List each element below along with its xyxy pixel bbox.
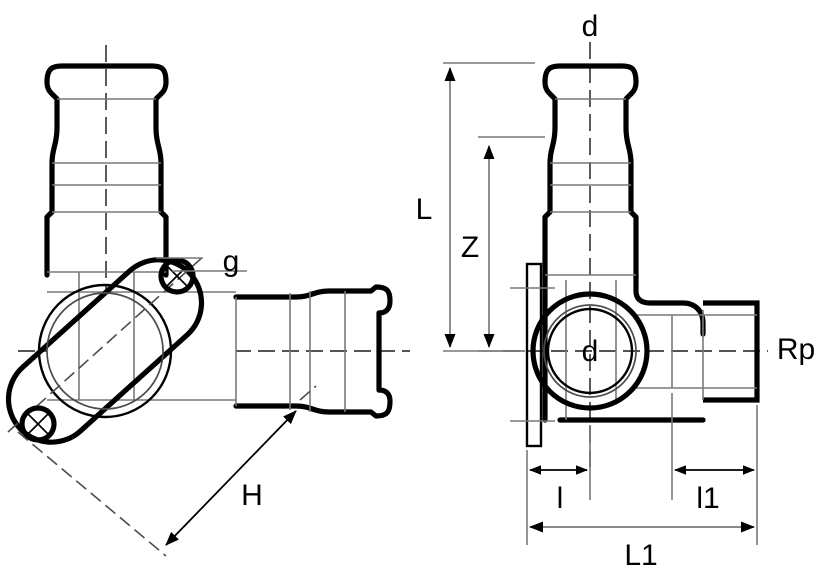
- right-body-outline: [542, 272, 760, 423]
- fixing-hole-lower-cross-b: [26, 412, 50, 436]
- boss-circle-outer: [530, 291, 650, 411]
- boss-circle-inner: [546, 307, 634, 395]
- right-boss: d: [530, 291, 650, 411]
- flange-boss-circle-outer: [37, 283, 173, 419]
- fixing-hole-upper-cross-b: [165, 264, 189, 288]
- dimension-label-L: L: [416, 193, 433, 226]
- flange-hole-axis-centerline: [7, 254, 206, 433]
- fixing-hole-upper-circle: [158, 257, 196, 295]
- boss-circle-mid: [543, 304, 637, 398]
- dimension-label-l1: l1: [696, 482, 719, 515]
- dimension-label-H: H: [241, 479, 263, 512]
- H-extension-upper: [299, 385, 317, 401]
- bottom-dimensions: l l1 L1: [526, 393, 758, 572]
- dimension-Rp: Rp: [777, 333, 815, 366]
- right-upper-press-socket: [542, 63, 639, 281]
- dimension-label-l: l: [557, 482, 564, 515]
- dimension-label-g: g: [223, 245, 240, 278]
- fixing-hole-lower-circle: [19, 405, 57, 443]
- dimension-d-top: d: [582, 10, 599, 43]
- dimension-label-L1: L1: [624, 539, 657, 572]
- upper-press-socket: [44, 63, 169, 278]
- H-dimension-arrow: [165, 410, 297, 546]
- outlet-barrel-outline: [703, 300, 760, 403]
- flange-boss-circle-inner: [46, 292, 164, 410]
- fixing-hole-lower: [19, 405, 57, 443]
- left-side-view: g H: [5, 45, 410, 557]
- dimension-label-d-top: d: [582, 10, 599, 43]
- dimension-H: H: [17, 385, 317, 557]
- dimension-label-Z: Z: [461, 231, 479, 264]
- dimension-label-d-center: d: [582, 335, 599, 368]
- dimension-Z: Z: [461, 136, 545, 352]
- wall-plate-rect: [525, 262, 543, 448]
- socket-outline-right: [44, 63, 169, 278]
- right-front-view: d d L Z Rp: [416, 10, 816, 572]
- H-extension-lower: [17, 431, 167, 557]
- fixing-hole-upper: [158, 257, 196, 295]
- right-wall-plate: [510, 262, 555, 448]
- dimension-label-Rp: Rp: [777, 333, 815, 366]
- right-socket-outline-right: [542, 63, 639, 281]
- dimension-g: g: [156, 245, 247, 278]
